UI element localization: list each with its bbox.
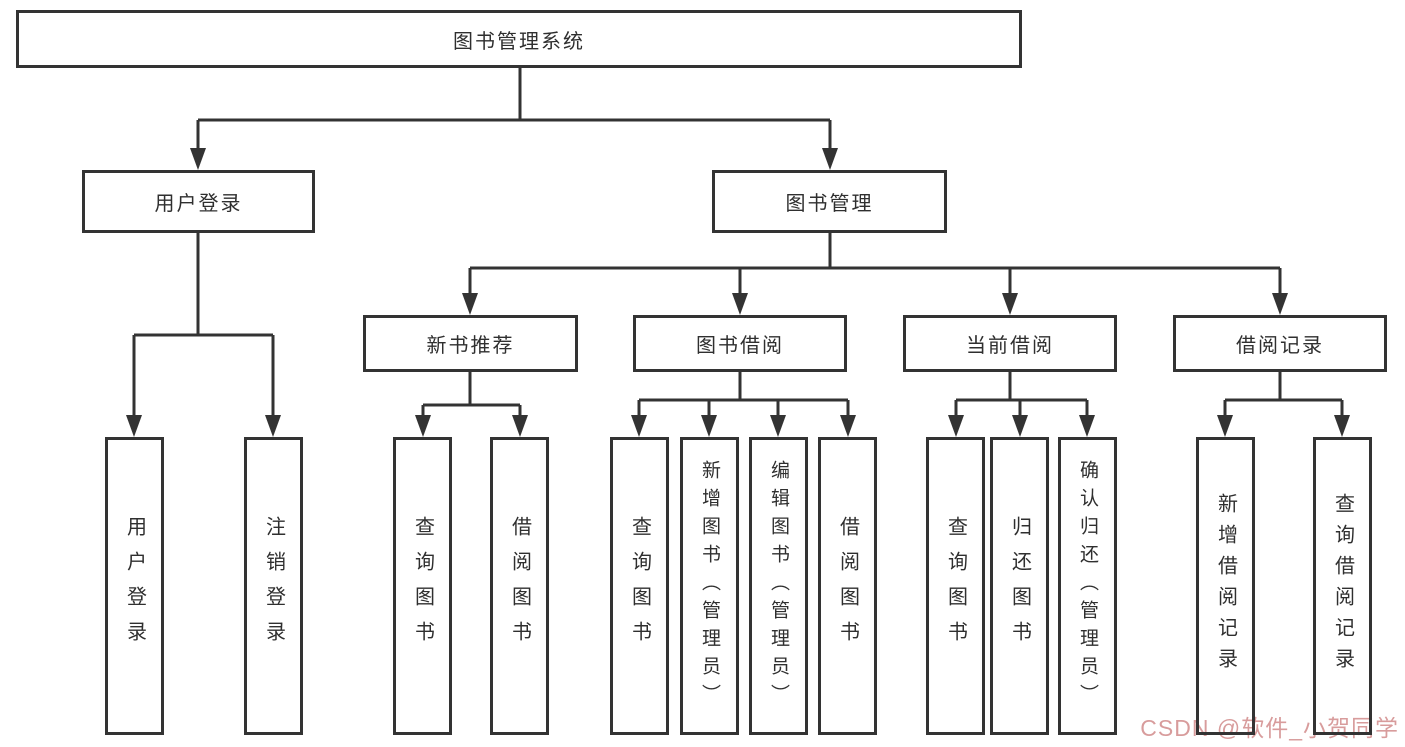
node-label: 新书推荐 bbox=[426, 335, 515, 357]
node-user-login-module: 用户登录 bbox=[82, 170, 315, 233]
node-label: 新增图书（管理员） bbox=[699, 460, 720, 712]
node-leaf-confirm-return-admin: 确认归还（管理员） bbox=[1058, 437, 1117, 735]
node-leaf-query-books-recommend: 查询图书 bbox=[393, 437, 452, 735]
node-leaf-logout: 注销登录 bbox=[244, 437, 303, 735]
node-label: 注销登录 bbox=[262, 516, 285, 656]
node-label: 查询借阅记录 bbox=[1331, 493, 1354, 679]
node-leaf-borrow-books-recommend: 借阅图书 bbox=[490, 437, 549, 735]
node-system-root: 图书管理系统 bbox=[16, 10, 1022, 68]
node-label: 用户登录 bbox=[123, 516, 146, 656]
node-label: 借阅图书 bbox=[836, 516, 859, 656]
node-leaf-borrow-books: 借阅图书 bbox=[818, 437, 877, 735]
node-label: 图书借阅 bbox=[696, 335, 784, 357]
arrowheads bbox=[126, 148, 1350, 437]
node-label: 借阅记录 bbox=[1236, 335, 1324, 357]
node-label: 归还图书 bbox=[1008, 516, 1031, 656]
node-borrow-records: 借阅记录 bbox=[1173, 315, 1387, 372]
node-leaf-edit-books-admin: 编辑图书（管理员） bbox=[749, 437, 808, 735]
node-label: 当前借阅 bbox=[966, 335, 1054, 357]
node-leaf-query-borrow-record: 查询借阅记录 bbox=[1313, 437, 1372, 735]
node-book-borrow: 图书借阅 bbox=[633, 315, 847, 372]
node-leaf-query-books-borrow: 查询图书 bbox=[610, 437, 669, 735]
node-leaf-add-books-admin: 新增图书（管理员） bbox=[680, 437, 739, 735]
node-label: 确认归还（管理员） bbox=[1077, 460, 1098, 712]
node-label: 编辑图书（管理员） bbox=[768, 460, 789, 712]
node-label: 查询图书 bbox=[628, 516, 651, 656]
node-leaf-query-books-current: 查询图书 bbox=[926, 437, 985, 735]
node-book-management-module: 图书管理 bbox=[712, 170, 947, 233]
csdn-watermark: CSDN @软件_小贺同学 bbox=[1140, 715, 1399, 741]
node-current-borrow: 当前借阅 bbox=[903, 315, 1117, 372]
node-label: 用户登录 bbox=[154, 193, 243, 215]
node-label: 借阅图书 bbox=[508, 516, 531, 656]
node-leaf-user-login: 用户登录 bbox=[105, 437, 164, 735]
node-leaf-return-books: 归还图书 bbox=[990, 437, 1049, 735]
node-label: 图书管理 bbox=[785, 193, 874, 215]
node-leaf-add-borrow-record: 新增借阅记录 bbox=[1196, 437, 1255, 735]
node-label: 新增借阅记录 bbox=[1214, 493, 1237, 679]
node-label: 查询图书 bbox=[944, 516, 967, 656]
node-new-book-recommend: 新书推荐 bbox=[363, 315, 578, 372]
node-label: 查询图书 bbox=[411, 516, 434, 656]
node-label: 图书管理系统 bbox=[453, 30, 585, 53]
